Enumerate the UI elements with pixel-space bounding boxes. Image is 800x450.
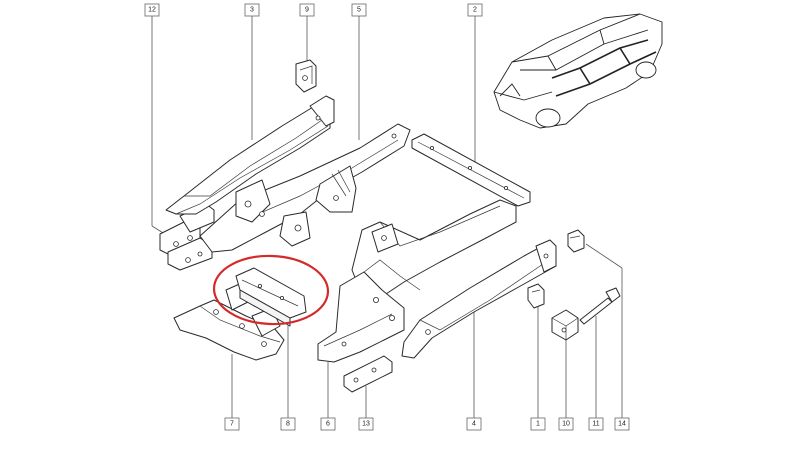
callout-label: 2 [473,7,477,14]
callout-label: 7 [230,421,234,428]
callout-label: 11 [592,421,599,428]
callout-label: 3 [250,7,254,14]
callout-11: 11 [588,417,604,431]
callout-4: 4 [466,417,482,431]
part-5-front-crossmember [199,123,411,253]
callout-1: 1 [530,417,546,431]
part-3-front-side-member [165,95,335,215]
callout-label: 5 [357,7,361,14]
part-12-front-bracket [159,203,215,271]
callout-14: 14 [614,417,630,431]
callout-label: 1 [536,421,540,428]
callout-label: 12 [148,7,156,14]
callout-2: 2 [467,3,483,17]
leader-lines [151,16,623,418]
callout-10: 10 [558,417,574,431]
callout-label: 10 [562,421,570,428]
callout-6: 6 [320,417,336,431]
callout-label: 8 [286,421,290,428]
callout-9: 9 [299,3,315,17]
part-10-bracket-block [551,309,579,341]
callout-label: 4 [472,421,476,428]
callout-5: 5 [351,3,367,17]
part-13-rear-bracket [343,355,393,393]
callout-7: 7 [224,417,240,431]
callout-8: 8 [280,417,296,431]
part-9-bracket [295,59,317,93]
callout-13: 13 [358,417,374,431]
part-4-rear-side-member [401,239,557,359]
callout-label: 13 [362,421,370,428]
part-11-bolt [579,287,621,325]
part-14-clip [567,229,585,253]
part-6-rear-floor-frame [317,199,517,363]
callout-label: 9 [305,7,309,14]
part-2-rear-rail [411,133,531,207]
part-8-reinforcement [235,267,307,327]
callout-label: 6 [326,421,330,428]
callout-label: 14 [618,421,626,428]
part-1-clip [527,283,545,309]
vehicle-location-thumbnail [493,13,663,129]
callout-3: 3 [244,3,260,17]
highlight-ellipse [212,254,330,326]
callout-12: 12 [144,3,160,17]
